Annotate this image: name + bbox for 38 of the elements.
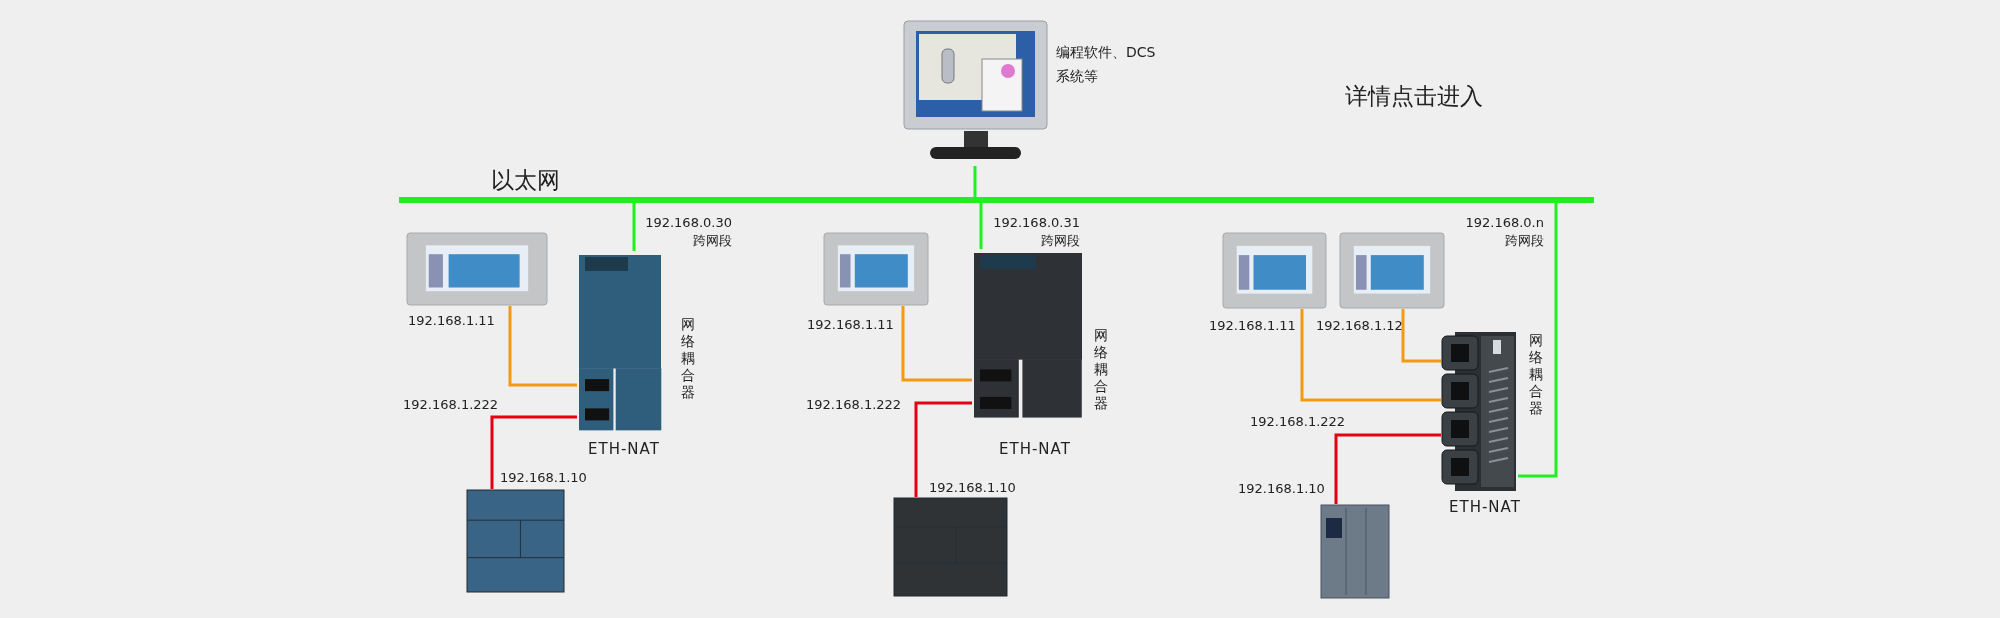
network-title: 以太网 — [491, 166, 560, 194]
model-caption: ETH-NAT — [588, 440, 660, 458]
plc-drawing — [1320, 504, 1390, 599]
network-cable — [1401, 309, 1441, 363]
ip-address-label: 192.168.1.10 — [929, 479, 1016, 497]
model-caption: ETH-NAT — [999, 440, 1071, 458]
ip-address-label: 192.168.1.10 — [500, 469, 587, 487]
ip-address-label: 192.168.1.12 — [1316, 317, 1403, 335]
network-cable — [973, 166, 977, 197]
network-cable — [979, 203, 983, 249]
network-coupler-drawing — [1441, 332, 1518, 491]
model-caption: ETH-NAT — [1449, 498, 1521, 516]
plc-drawing — [893, 497, 1008, 597]
network-cable — [632, 203, 636, 251]
touch-panel-drawing — [1222, 232, 1327, 309]
ip-address-label: 192.168.1.11 — [408, 312, 495, 330]
device-caption: 网络耦合器 — [1529, 332, 1544, 417]
network-cable — [901, 306, 972, 382]
network-cable — [490, 415, 577, 489]
details-link-text: 详情点击进入 — [1345, 82, 1483, 110]
ip-address-label: 192.168.1.11 — [1209, 317, 1296, 335]
device-caption: 网络耦合器 — [1094, 327, 1109, 412]
touch-panel-drawing — [1339, 232, 1445, 309]
software-caption: 编程软件、DCS系统等 — [1056, 43, 1157, 86]
plc-drawing — [466, 489, 565, 593]
ip-address-label: 192.168.1.222 — [806, 396, 902, 414]
ip-address-label: 192.168.1.222 — [403, 396, 499, 414]
ip-address-label: 192.168.1.11 — [807, 316, 894, 334]
device-caption: 网络耦合器 — [681, 316, 696, 401]
ip-address-label: 192.168.1.10 — [1238, 480, 1325, 498]
touch-panel-drawing — [823, 232, 929, 306]
network-cable — [914, 401, 972, 497]
network-cable — [1518, 203, 1558, 478]
network-cable — [1300, 309, 1441, 402]
touch-panel-drawing — [406, 232, 548, 306]
network-cable — [1334, 433, 1441, 504]
ip-address-label: 192.168.1.222 — [1250, 413, 1346, 431]
network-cable — [508, 306, 577, 387]
